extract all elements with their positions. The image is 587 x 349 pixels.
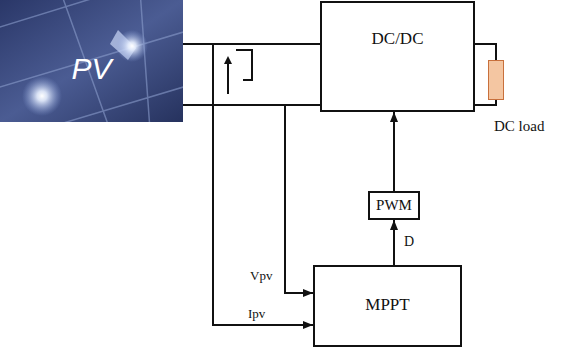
resistor-symbol: [488, 60, 504, 100]
sensor-arrowhead: [224, 56, 232, 64]
signal-arrow: [393, 112, 395, 191]
wire: [475, 44, 496, 60]
load-resistor: DC load: [488, 60, 568, 140]
pwm-box: PWM: [368, 191, 420, 220]
node-label: DC/DC: [372, 29, 424, 49]
node-label: MPPT: [365, 295, 409, 315]
node-label: PV: [71, 52, 111, 86]
pv-panel: PV: [0, 0, 183, 122]
signal-name: Ipv: [246, 306, 267, 322]
node-label: DC load: [494, 118, 544, 135]
signal-arrow: [183, 105, 313, 293]
sensor-arrow: [227, 60, 229, 94]
signal-name: D: [402, 234, 416, 250]
signal-arrow: [183, 44, 313, 325]
converter-box: DC/DC: [320, 1, 475, 112]
signal-arrow: [393, 220, 395, 265]
sensor-bracket: [236, 50, 252, 80]
wire: [475, 100, 496, 105]
mppt-box: MPPT: [313, 265, 462, 347]
signal-name: Vpv: [248, 268, 274, 284]
node-label: PWM: [376, 197, 412, 214]
